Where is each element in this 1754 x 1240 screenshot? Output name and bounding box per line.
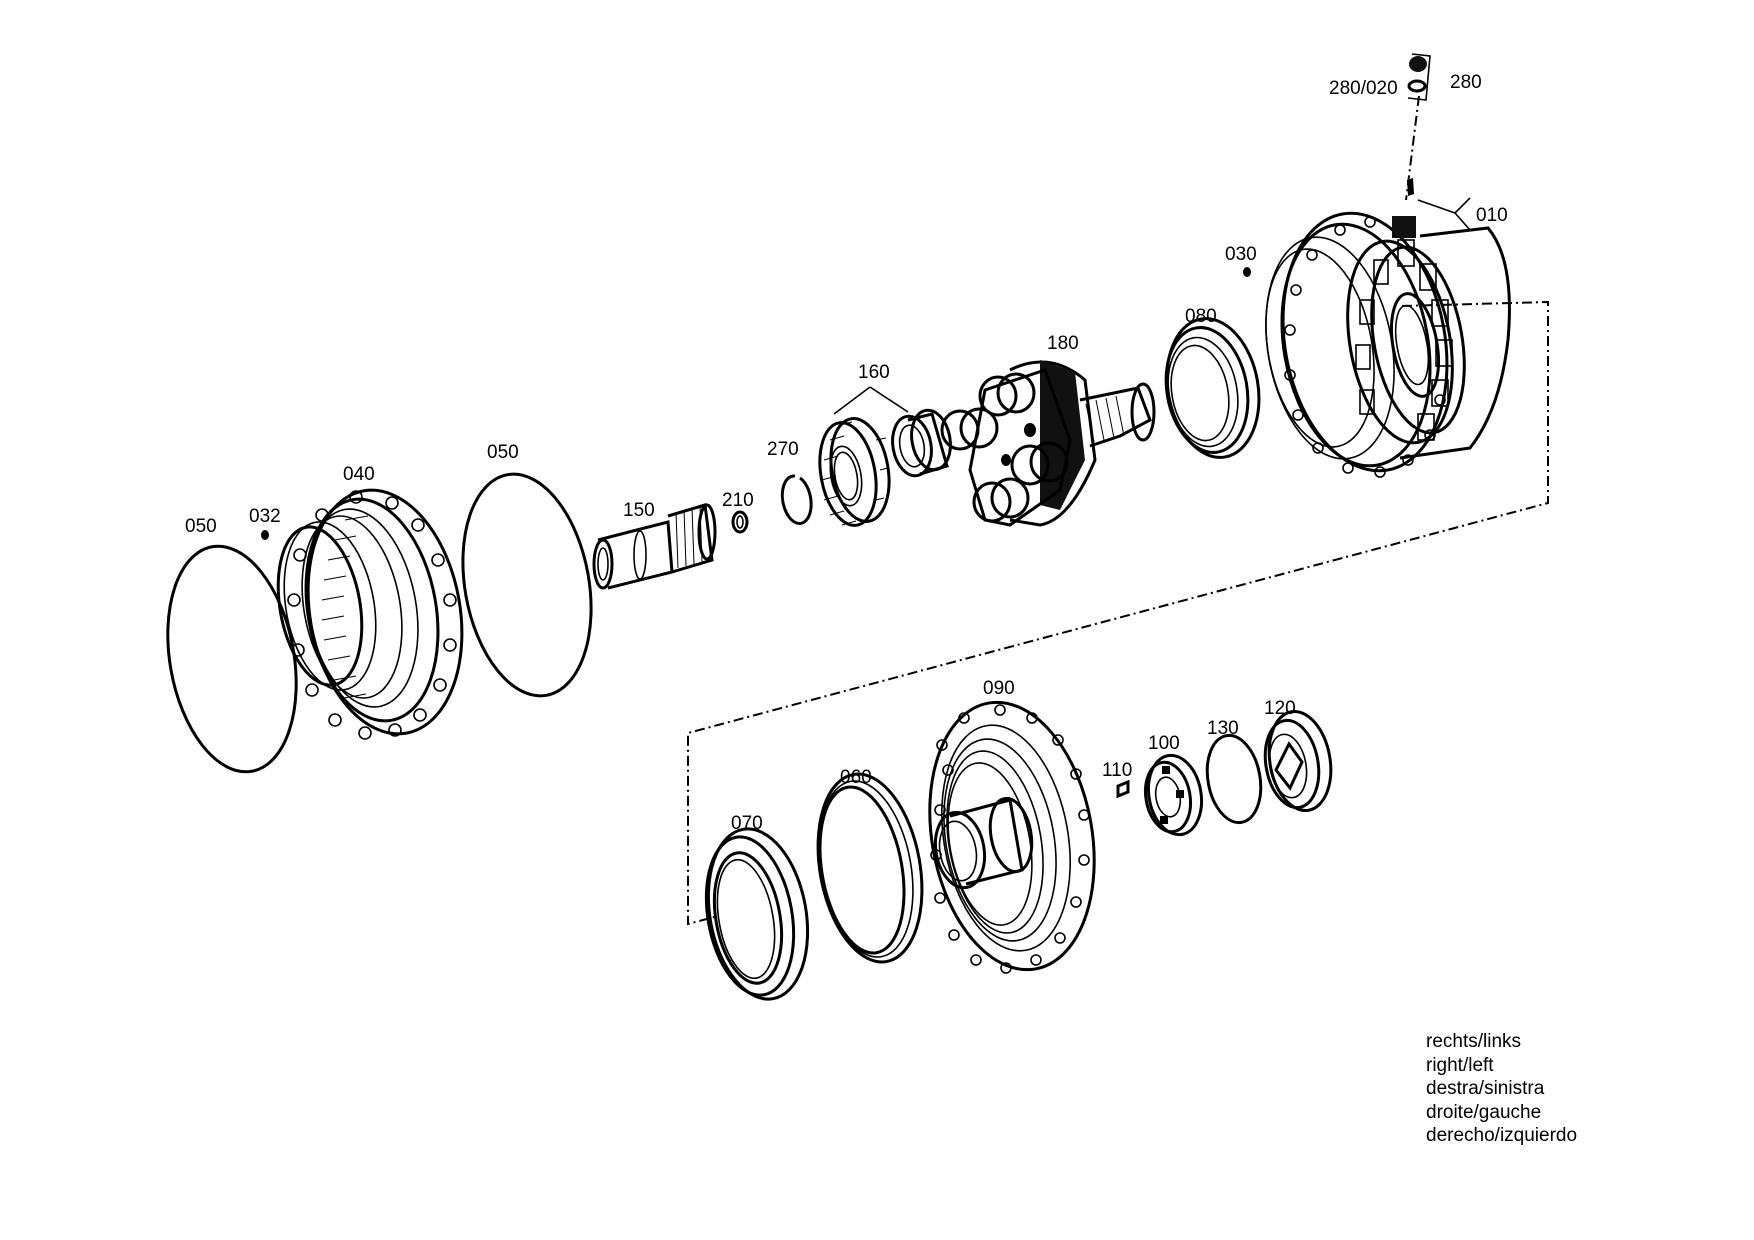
- label-280: 280: [1450, 72, 1482, 93]
- part-120-cover[interactable]: [1259, 707, 1338, 816]
- label-050-left: 050: [185, 516, 217, 537]
- part-060-race-ring[interactable]: [804, 766, 935, 970]
- part-270-retaining-ring[interactable]: [780, 474, 813, 525]
- part-280-screw-plug[interactable]: [1407, 53, 1431, 196]
- label-050-right: 050: [487, 442, 519, 463]
- legend-line: rechts/links: [1426, 1031, 1522, 1052]
- part-050-o-ring-right[interactable]: [446, 464, 607, 706]
- part-010-housing[interactable]: [1249, 197, 1511, 484]
- part-090-wheel-hub[interactable]: [910, 689, 1114, 983]
- part-050-o-ring-left[interactable]: [151, 536, 313, 782]
- part-160-planet-gear[interactable]: [812, 414, 896, 530]
- part-180-planet-carrier[interactable]: [940, 360, 1156, 527]
- label-080: 080: [1185, 306, 1217, 327]
- leader-160: [833, 386, 909, 415]
- label-180: 180: [1047, 333, 1079, 354]
- label-070: 070: [731, 813, 763, 834]
- part-080-bearing[interactable]: [1157, 311, 1270, 465]
- part-160-needle-sleeve[interactable]: [888, 407, 955, 479]
- legend-line: derecho/izquierdo: [1426, 1125, 1578, 1146]
- side-legend: rechts/links right/left destra/sinistra …: [1426, 1030, 1577, 1148]
- label-270: 270: [767, 439, 799, 460]
- label-100: 100: [1148, 733, 1180, 754]
- label-060: 060: [840, 767, 872, 788]
- assembly-line-top: [687, 95, 1549, 926]
- part-070-shaft-seal[interactable]: [695, 821, 820, 1007]
- label-160: 160: [858, 362, 890, 383]
- label-032: 032: [249, 506, 281, 527]
- part-030-plug[interactable]: [1243, 267, 1251, 277]
- part-100-slotted-nut[interactable]: [1140, 751, 1207, 839]
- label-130: 130: [1207, 718, 1239, 739]
- part-150-sun-shaft[interactable]: [592, 503, 717, 590]
- label-120: 120: [1264, 698, 1296, 719]
- label-110: 110: [1102, 760, 1132, 781]
- label-010: 010: [1476, 205, 1508, 226]
- label-210: 210: [722, 490, 754, 511]
- part-032-pin[interactable]: [261, 530, 269, 540]
- label-280-020: 280/020: [1329, 78, 1398, 99]
- label-090: 090: [983, 678, 1015, 699]
- part-110-pin[interactable]: [1116, 779, 1130, 799]
- label-150: 150: [623, 500, 655, 521]
- label-040: 040: [343, 464, 375, 485]
- label-030: 030: [1225, 244, 1257, 265]
- legend-line: droite/gauche: [1426, 1101, 1542, 1123]
- legend-line: destra/sinistra: [1426, 1078, 1545, 1099]
- legend-line: right/left: [1426, 1054, 1494, 1076]
- part-210-snap-ring[interactable]: [731, 510, 749, 534]
- part-040-ring-gear[interactable]: [267, 478, 481, 746]
- part-130-o-ring[interactable]: [1201, 731, 1267, 827]
